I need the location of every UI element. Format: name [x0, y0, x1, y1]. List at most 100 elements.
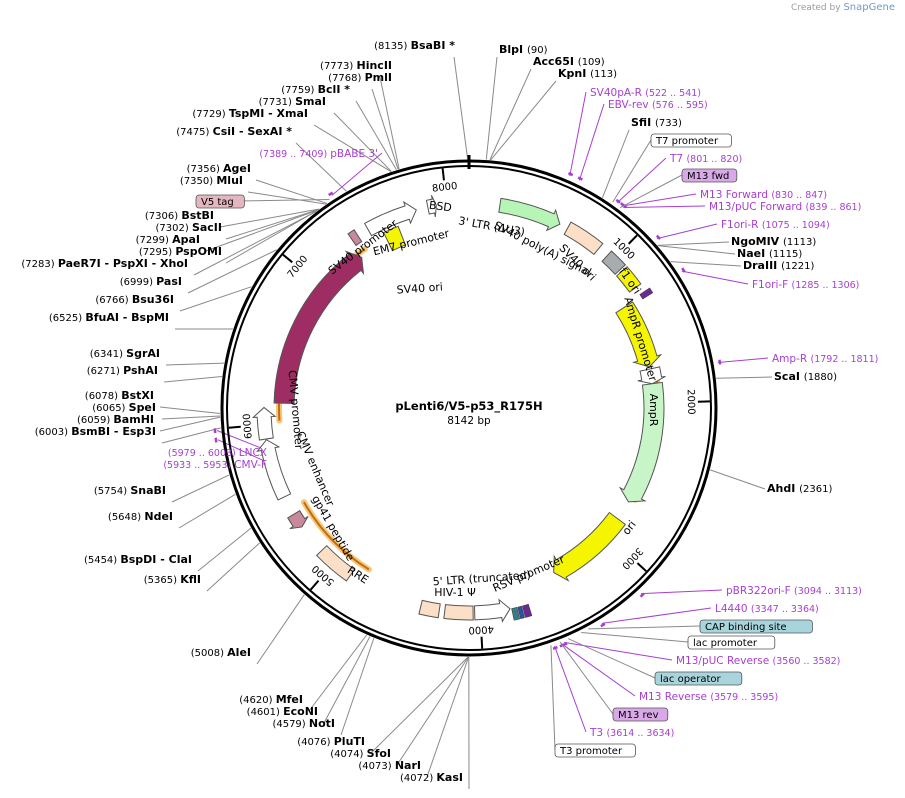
site-leader-line — [165, 362, 225, 366]
site-position: (109) — [578, 57, 605, 68]
feature-box-label: lac promoter — [693, 638, 758, 649]
site-position: (6766) — [95, 295, 131, 306]
restriction-site-label: (5754) SnaBI — [94, 484, 166, 497]
primer-name: M13 Reverse — [639, 691, 710, 703]
enzyme-name: BstXI — [121, 389, 154, 402]
feature-leader-line — [550, 645, 556, 751]
feature-box — [650, 133, 732, 148]
enzyme-name: Bsu36I — [132, 293, 174, 306]
feature-label: HIV-1 Ψ — [434, 586, 476, 599]
restriction-site-label: DraIII (1221) — [743, 259, 814, 272]
site-position: (5365) — [144, 575, 180, 586]
credit: Created by SnapGene — [791, 2, 895, 13]
primer-label: Amp-R (1792 .. 1811) — [772, 353, 878, 365]
primer-label: M13 Forward (830 .. 847) — [700, 189, 827, 201]
restriction-site-label: (7759) BclI * — [281, 83, 350, 96]
small-feature-mark — [511, 607, 521, 621]
feature-5-ltr-truncated- — [443, 604, 474, 621]
enzyme-name: NgoMIV — [731, 235, 783, 248]
site-leader-line — [247, 191, 327, 205]
enzyme-name: BstBI — [181, 209, 214, 222]
site-position: (5754) — [94, 486, 130, 497]
site-leader-line — [489, 68, 532, 161]
restriction-site-label: (5008) AleI — [191, 646, 251, 659]
enzyme-name: KpnI — [558, 67, 590, 80]
restriction-site-label: ScaI (1880) — [774, 370, 837, 383]
restriction-site-label: NaeI (1115) — [737, 247, 802, 260]
primer-site-mark — [681, 267, 686, 273]
restriction-site-label: (6078) BstXI — [85, 389, 154, 402]
primer-range: (3347 .. 3364) — [751, 604, 819, 615]
feature-sv40-ori — [382, 225, 407, 252]
feature-box-label: M13 fwd — [687, 171, 729, 182]
feature-leader-line — [559, 641, 614, 715]
primer-name: pBABE 3' — [330, 148, 378, 160]
restriction-site-label: (7302) SacII — [156, 221, 223, 234]
site-leader-line — [161, 415, 221, 420]
primer-label: EBV-rev (576 .. 595) — [608, 99, 708, 111]
enzyme-name: MfeI — [276, 693, 303, 706]
primer-name: M13 Forward — [700, 189, 771, 201]
enzyme-name: TspMI - XmaI — [229, 107, 308, 120]
restriction-site-label: (6766) Bsu36I — [95, 293, 174, 306]
primer-label: F1ori-R (1075 .. 1094) — [721, 219, 830, 231]
feature-box-label: T7 promoter — [655, 136, 719, 147]
site-position: (6003) — [35, 427, 71, 438]
highlight-arc-core — [303, 501, 370, 571]
primer-label: (5979 .. 6003) LNCX — [168, 447, 267, 459]
restriction-site-label: (7306) BstBI — [145, 209, 214, 222]
feature-box-label: V5 tag — [201, 197, 234, 208]
site-leader-line — [179, 286, 252, 312]
enzyme-name: SpeI — [129, 401, 156, 414]
site-position: (4074) — [330, 749, 366, 760]
site-position: (4579) — [272, 719, 308, 730]
site-leader-line — [485, 56, 498, 160]
primer-range: (839 .. 861) — [806, 202, 862, 213]
enzyme-name: NotI — [309, 717, 335, 730]
primer-leader-line — [569, 91, 587, 177]
feature-label: BSD — [428, 199, 452, 215]
enzyme-name: BamHI — [113, 413, 154, 426]
primer-name: T7 — [669, 153, 686, 165]
scale-tick — [480, 636, 484, 649]
primer-name: LNCX — [239, 447, 267, 459]
plasmid-name: pLenti6/V5-p53_R175H — [395, 399, 542, 414]
restriction-site-label: (7356) AgeI — [187, 162, 251, 175]
primer-range: (522 .. 541) — [645, 88, 701, 99]
snapgene-logo-text: SnapGene — [843, 2, 895, 13]
site-position: (7295) — [139, 247, 175, 258]
site-position: (4601) — [247, 707, 283, 718]
site-position: (733) — [655, 118, 682, 129]
enzyme-name: ScaI — [774, 370, 804, 383]
restriction-site-label: (7731) SmaI — [259, 95, 326, 108]
primer-leader-line — [621, 193, 697, 207]
site-leader-line — [193, 211, 316, 276]
site-leader-line — [161, 427, 221, 444]
site-position: (6525) — [49, 313, 85, 324]
scale-tick-label: 2000 — [685, 389, 697, 415]
feature-leader-line — [581, 631, 689, 643]
site-position: (6999) — [120, 277, 156, 288]
feature-cmv-enhancer — [256, 439, 292, 501]
primer-leader-line — [331, 152, 383, 196]
restriction-site-label: (4073) NarI — [358, 759, 421, 772]
enzyme-name: MluI — [216, 174, 243, 187]
feature-label: SV40 ori — [396, 280, 443, 296]
primer-site-mark — [552, 645, 558, 650]
enzyme-name: NdeI — [144, 510, 173, 523]
restriction-site-label: (7768) PmlI — [328, 71, 392, 84]
feature-label: AmpR promoter — [621, 295, 659, 383]
primer-range: (5933 .. 5953) — [163, 460, 234, 471]
site-leader-line — [333, 112, 392, 172]
enzyme-name: PmlI — [365, 71, 392, 84]
primer-range: (3579 .. 3595) — [710, 692, 778, 703]
enzyme-name: SfoI — [367, 747, 391, 760]
restriction-site-label: (4579) NotI — [272, 717, 335, 730]
restriction-site-label: (6341) SgrAI — [90, 347, 160, 360]
site-position: (7306) — [145, 211, 181, 222]
restriction-site-label: (5648) NdeI — [108, 510, 173, 523]
primer-site-mark — [214, 437, 218, 443]
scale-tick — [627, 234, 638, 245]
enzyme-name: KflI — [180, 573, 201, 586]
site-leader-line — [159, 416, 221, 432]
